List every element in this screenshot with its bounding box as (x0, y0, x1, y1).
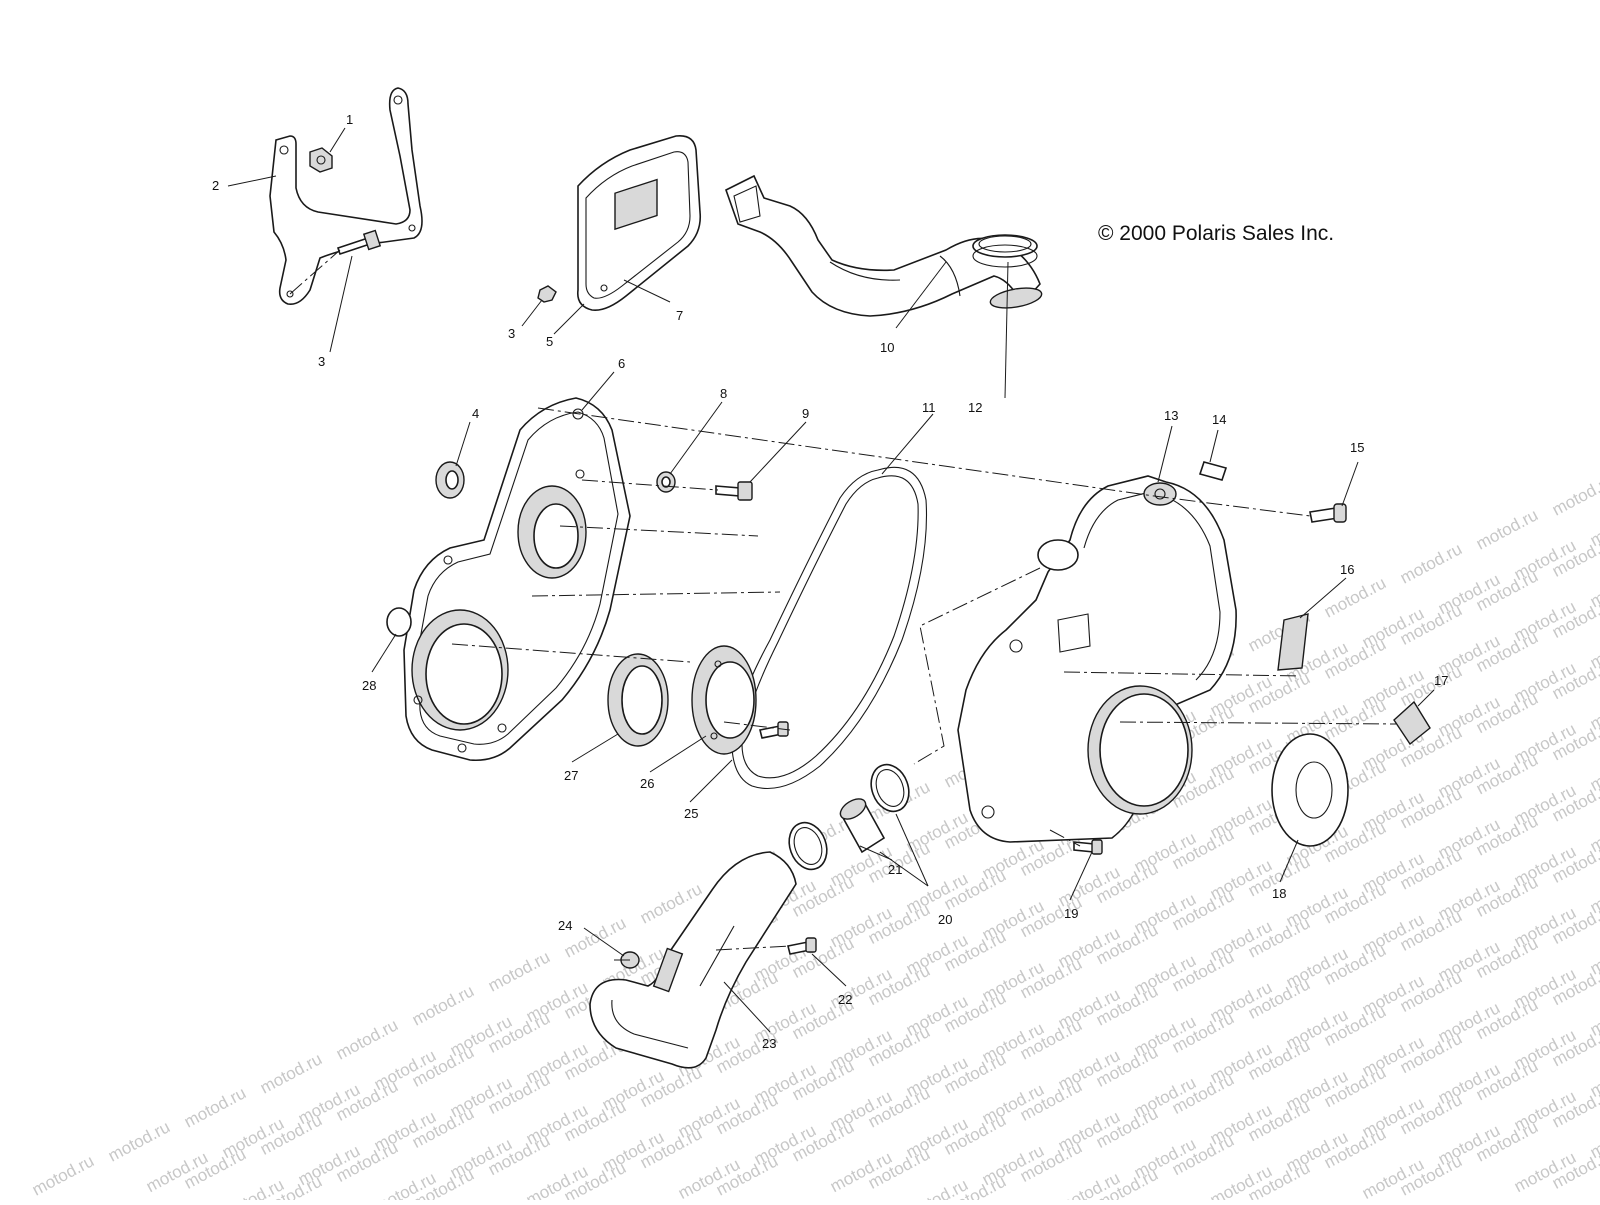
part-2-bracket (269, 87, 423, 306)
callout-labels: 1 2 3 3 4 5 6 7 8 9 10 11 12 13 14 15 16… (212, 112, 1448, 1051)
alignment-lines (289, 249, 1397, 961)
callout-20: 20 (938, 912, 952, 927)
callout-3: 3 (318, 354, 325, 369)
watermark-text: motod.ru (409, 981, 477, 1029)
callout-21: 21 (888, 862, 902, 877)
callout-27: 27 (564, 768, 578, 783)
callout-9: 9 (802, 406, 809, 421)
part-14-decal (1198, 461, 1228, 481)
part-8-washer (656, 471, 676, 493)
callout-22: 22 (838, 992, 852, 1007)
part-20-clamp-upper (870, 763, 910, 813)
part-12-ring (972, 234, 1038, 268)
watermark-text: motod.ru (333, 1015, 401, 1063)
callout-5: 5 (546, 334, 553, 349)
watermark-text: motod.ru (105, 1117, 173, 1165)
part-1-nut (309, 147, 333, 173)
watermark-text: motod.ru (1397, 539, 1465, 587)
watermark-text: motod.ru (1473, 505, 1541, 553)
watermark-text: motod.ru (1549, 471, 1600, 519)
part-26-flange (691, 645, 757, 755)
part-23-outlet-duct (589, 851, 797, 1069)
callout-14: 14 (1212, 412, 1226, 427)
part-3-bolt-lower (336, 229, 382, 256)
part-20-clamp-lower (788, 821, 828, 871)
callout-18: 18 (1272, 886, 1286, 901)
watermark-text: motod.ru (181, 1083, 249, 1131)
callout-12: 12 (968, 400, 982, 415)
watermark-text: motod.ru (1321, 573, 1389, 621)
callout-11: 11 (922, 400, 936, 415)
watermark-text: motod.ru (485, 947, 553, 995)
part-10-intake-duct (725, 174, 1043, 317)
part-4-washer (435, 461, 465, 499)
part-18-disc (1271, 733, 1349, 847)
callout-19: 19 (1064, 906, 1078, 921)
callout-8: 8 (720, 386, 727, 401)
part-25-screw (759, 721, 789, 739)
callout-26: 26 (640, 776, 654, 791)
callout-2: 2 (212, 178, 219, 193)
part-28-plug (386, 607, 412, 637)
callout-6: 6 (618, 356, 625, 371)
callout-16: 16 (1340, 562, 1354, 577)
watermark-text: motod.ru (257, 1049, 325, 1097)
part-17-decal (1393, 700, 1431, 746)
callout-28: 28 (362, 678, 376, 693)
callout-15: 15 (1350, 440, 1364, 455)
part-22-screw (787, 937, 817, 955)
watermark-text: motod.ru (1587, 1175, 1600, 1200)
callout-7: 7 (676, 308, 683, 323)
callout-25: 25 (684, 806, 698, 821)
callout-1: 1 (346, 112, 353, 127)
leader-lines (227, 127, 1435, 1033)
callout-3-upper: 3 (508, 326, 515, 341)
callout-4: 4 (472, 406, 479, 421)
callout-17: 17 (1434, 673, 1448, 688)
part-21-coupler (839, 798, 886, 854)
part-5-cover-plate (576, 134, 702, 312)
part-9-bolt (715, 481, 753, 501)
copyright-text: © 2000 Polaris Sales Inc. (1098, 222, 1334, 245)
part-6-inner-housing (403, 397, 631, 762)
callout-13: 13 (1164, 408, 1178, 423)
part-27-seal (607, 653, 669, 747)
part-15-screw (1309, 503, 1347, 523)
part-19-screw (1073, 839, 1103, 855)
callout-10: 10 (880, 340, 894, 355)
watermark-text: motod.ru (29, 1151, 97, 1199)
part-16-decal (1277, 613, 1309, 671)
callout-23: 23 (762, 1036, 776, 1051)
callout-24: 24 (558, 918, 572, 933)
part-11-drive-belt (731, 466, 927, 790)
part-3-bolt-upper (537, 285, 557, 303)
